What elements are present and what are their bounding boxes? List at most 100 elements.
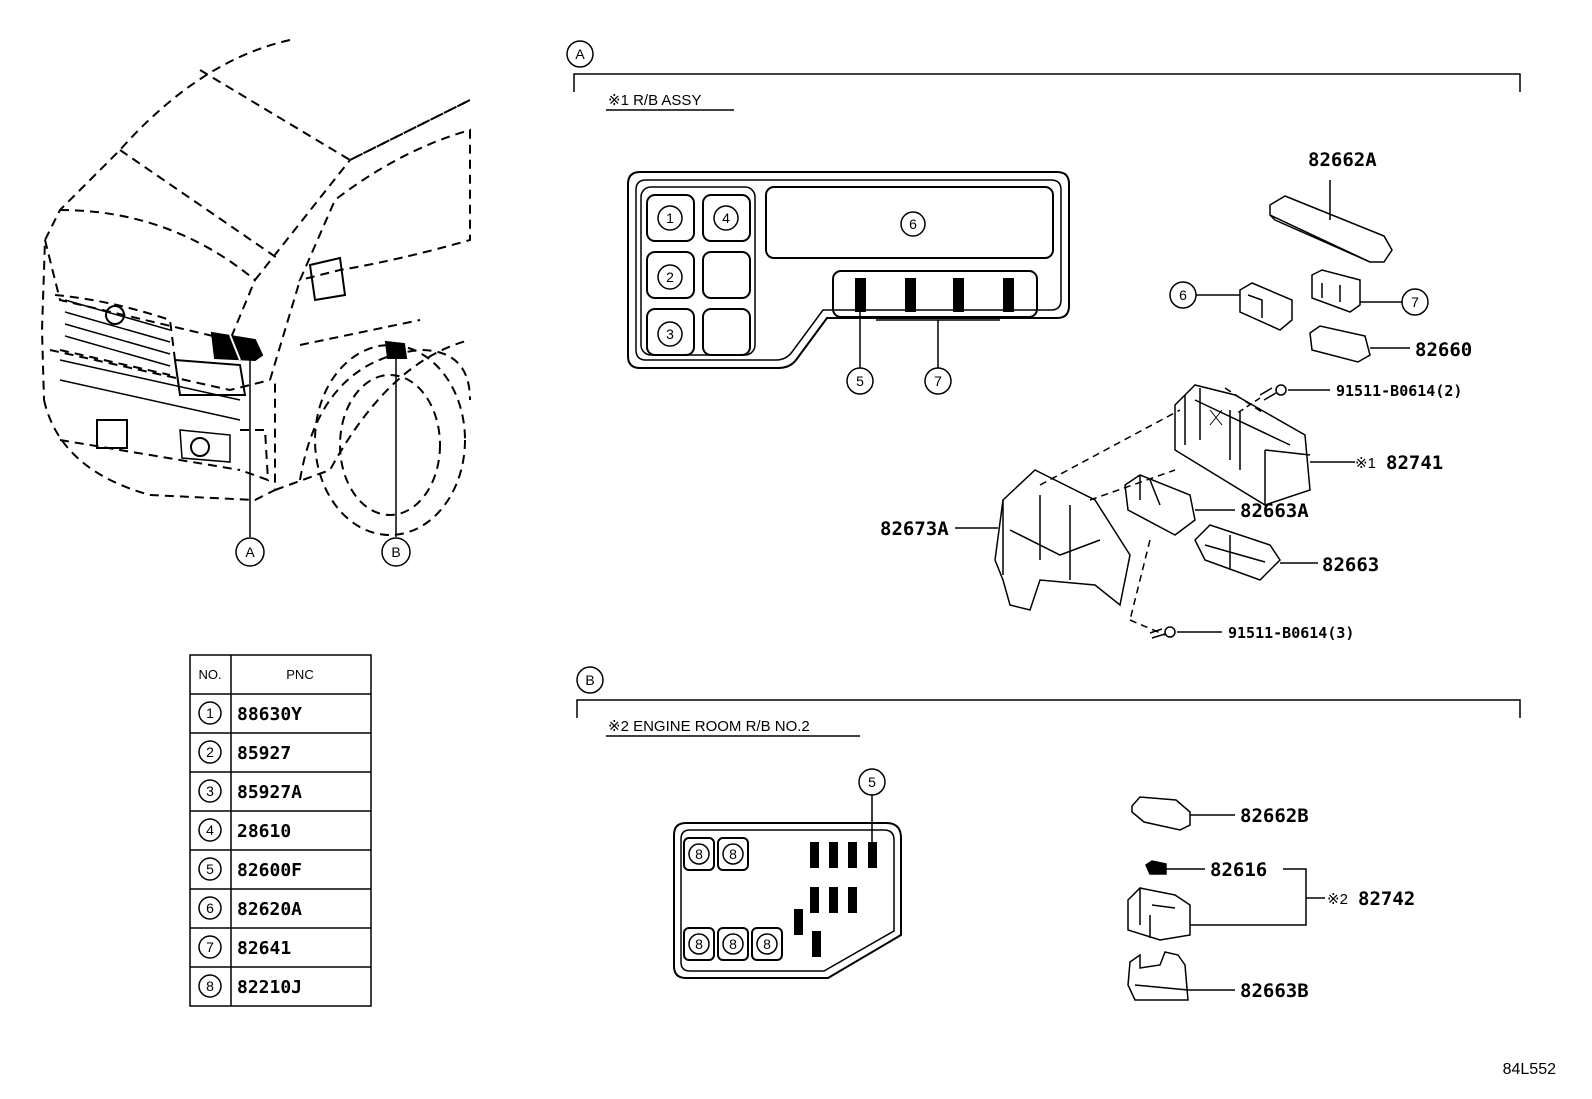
table-row: 7 82641 [206,938,291,959]
relay-box-location-b [384,340,408,359]
van-bumper-line [49,349,271,392]
van-hood-line [119,149,281,261]
part-6-drawing [1169,281,1293,331]
pnc-table [189,654,372,1007]
engine-room-rb-layout [673,768,902,979]
van-grille [59,299,241,449]
table-row: 6 82620A [206,899,302,920]
van-side-panel [269,279,301,381]
part-91511-upper-label: 91511-B0614(2) [1336,382,1462,400]
fuse-8-label-4: 8 [729,936,737,952]
rb-assy-layout [627,171,1070,395]
van-illustration: A B [40,39,471,567]
part-7-drawing [1311,269,1429,316]
van-headlight [173,358,247,396]
van-mirror [308,256,347,302]
slot-3-label: 3 [666,326,674,342]
van-grille-top [54,294,176,361]
table-row: 4 28610 [206,821,291,842]
part-82673A-label: 82673A [880,518,949,540]
van-side-top [349,99,471,161]
part-82662A-drawing [1269,180,1393,263]
table-header-pnc: PNC [286,667,313,682]
van-bumper-lower [59,439,241,471]
fuse-8-label-1: 8 [695,846,703,862]
table-row-pnc: 82210J [237,977,302,998]
bolt-upper-drawing [1235,384,1330,415]
van-door-window [298,128,471,282]
part-82663A-drawing [1124,474,1235,536]
part-82741-drawing [1174,384,1355,506]
table-row-pnc: 28610 [237,821,291,842]
table-row: 5 82600F [206,860,302,881]
table-row-no: 3 [206,783,214,799]
table-row-pnc: 82600F [237,860,302,881]
part-82742-mark: ※2 [1327,891,1348,908]
part-7-label: 7 [1411,294,1419,310]
van-windshield-top [59,209,256,281]
van-wheel-outer [314,344,466,536]
fuse-8-label-3: 8 [695,936,703,952]
part-82663B-label: 82663B [1240,980,1309,1002]
bolt-lower-drawing [1149,626,1222,639]
table-row-no: 1 [206,705,214,721]
van-emblem [105,305,125,325]
section-a: A ※1 R/B ASSY [566,40,1521,642]
section-b-caption: ※2 ENGINE ROOM R/B NO.2 [608,718,810,735]
assembly-guide-lines [1039,387,1266,636]
slot-4-label: 4 [722,210,730,226]
table-header-no: NO. [198,667,221,682]
part-82662B-drawing [1131,796,1235,831]
section-a-marker: A [575,46,585,62]
van-side-trim [299,319,421,346]
part-82616-drawing [1145,860,1325,926]
van-wheel-inner [339,374,441,516]
section-a-bracket [573,73,1521,92]
part-82616-label: 82616 [1210,859,1267,881]
part-82662B-label: 82662B [1240,805,1309,827]
part-82663-drawing [1194,524,1318,581]
van-front-bumper [43,380,276,502]
slot-1-label: 1 [666,210,674,226]
part-82673A-drawing [955,469,1131,611]
table-row-pnc: 85927 [237,743,291,764]
part-82741-mark: ※1 [1355,455,1376,472]
part-82741-label: 82741 [1386,452,1443,474]
table-row-no: 6 [206,900,214,916]
slot-6-label: 6 [909,216,917,232]
part-82663-label: 82663 [1322,554,1379,576]
part-91511-lower-label: 91511-B0614(3) [1228,624,1354,642]
table-row-pnc: 82620A [237,899,302,920]
section-b-marker: B [585,672,594,688]
van-grille-bottom [59,349,171,376]
table-row: 8 82210J [206,977,302,998]
table-row: 3 85927A [206,782,302,803]
callout-a-label: A [245,544,255,560]
part-6-label: 6 [1179,287,1187,303]
slot-5b-label: 5 [868,774,876,790]
fuse-8-label-5: 8 [763,936,771,952]
part-82663B-drawing [1127,951,1235,1001]
part-82742-drawing [1127,887,1191,941]
table-row-no: 2 [206,744,214,760]
table-row-pnc: 85927A [237,782,302,803]
table-row-no: 8 [206,978,214,994]
table-row-no: 4 [206,822,214,838]
table-row-pnc: 88630Y [237,704,302,725]
slot-2-label: 2 [666,269,674,285]
slot-7-label: 7 [934,373,942,389]
van-wheel-arch [299,348,471,481]
van-side-lower [274,339,471,491]
part-82663A-label: 82663A [1240,500,1309,522]
table-row: 1 88630Y [206,704,302,725]
part-82662A-label: 82662A [1308,149,1377,171]
part-82660-drawing [1309,325,1410,363]
section-b-bracket [576,699,1521,718]
part-82660-label: 82660 [1415,339,1472,361]
table-row: 2 85927 [206,743,291,764]
callout-b-label: B [391,544,400,560]
table-row-no: 7 [206,939,214,955]
van-license-plate [96,419,128,449]
van-front-face [44,239,256,342]
